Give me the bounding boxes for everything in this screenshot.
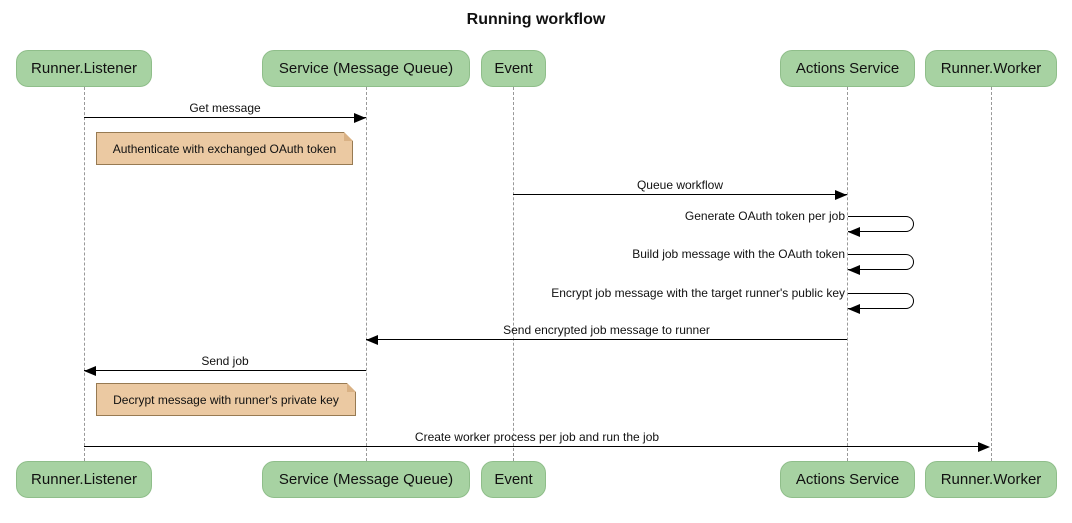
message-label-create-worker: Create worker process per job and run th…: [414, 430, 660, 444]
note-authenticate: Authenticate with exchanged OAuth token: [96, 132, 353, 165]
message-line-send-job: [84, 370, 366, 371]
message-label-queue-workflow: Queue workflow: [636, 178, 724, 192]
message-label-get-message: Get message: [189, 101, 261, 115]
actor-actions-service-bottom: Actions Service: [780, 461, 915, 498]
message-label-send-job: Send job: [201, 354, 249, 368]
message-label-build-job-message: Build job message with the OAuth token: [632, 247, 845, 261]
self-loop-icon: [848, 254, 914, 270]
actor-actions-service-top: Actions Service: [780, 50, 915, 87]
message-label-encrypt-job-message: Encrypt job message with the target runn…: [551, 286, 845, 300]
arrowhead-left-icon: [848, 227, 860, 237]
actor-event-top: Event: [481, 50, 546, 87]
actor-event-bottom: Event: [481, 461, 546, 498]
actor-runner-listener-top: Runner.Listener: [16, 50, 152, 87]
actor-service-message-queue-bottom: Service (Message Queue): [262, 461, 470, 498]
lifeline-service-message-queue: [365, 87, 367, 461]
arrowhead-left-icon: [848, 265, 860, 275]
self-loop-icon: [848, 216, 914, 232]
arrowhead-right-icon: [835, 190, 847, 200]
message-label-generate-oauth-token: Generate OAuth token per job: [684, 209, 845, 223]
lifeline-actions-service: [847, 87, 848, 461]
note-decrypt: Decrypt message with runner's private ke…: [96, 383, 356, 416]
actor-service-message-queue-top: Service (Message Queue): [262, 50, 470, 87]
arrowhead-right-icon: [354, 113, 366, 123]
message-line-get-message: [84, 117, 366, 118]
lifeline-runner-listener: [83, 87, 85, 461]
self-loop-icon: [848, 293, 914, 309]
lifeline-event: [513, 87, 514, 461]
actor-runner-listener-bottom: Runner.Listener: [16, 461, 152, 498]
actor-runner-worker-top: Runner.Worker: [925, 50, 1057, 87]
message-label-send-encrypted: Send encrypted job message to runner: [503, 323, 710, 337]
arrowhead-right-icon: [978, 442, 990, 452]
message-line-create-worker: [84, 446, 987, 447]
message-line-queue-workflow: [513, 194, 847, 195]
lifeline-runner-worker: [990, 87, 992, 461]
arrowhead-left-icon: [84, 366, 96, 376]
diagram-title: Running workflow: [466, 11, 606, 28]
arrowhead-left-icon: [848, 304, 860, 314]
arrowhead-left-icon: [366, 335, 378, 345]
message-line-send-encrypted: [366, 339, 847, 340]
actor-runner-worker-bottom: Runner.Worker: [925, 461, 1057, 498]
